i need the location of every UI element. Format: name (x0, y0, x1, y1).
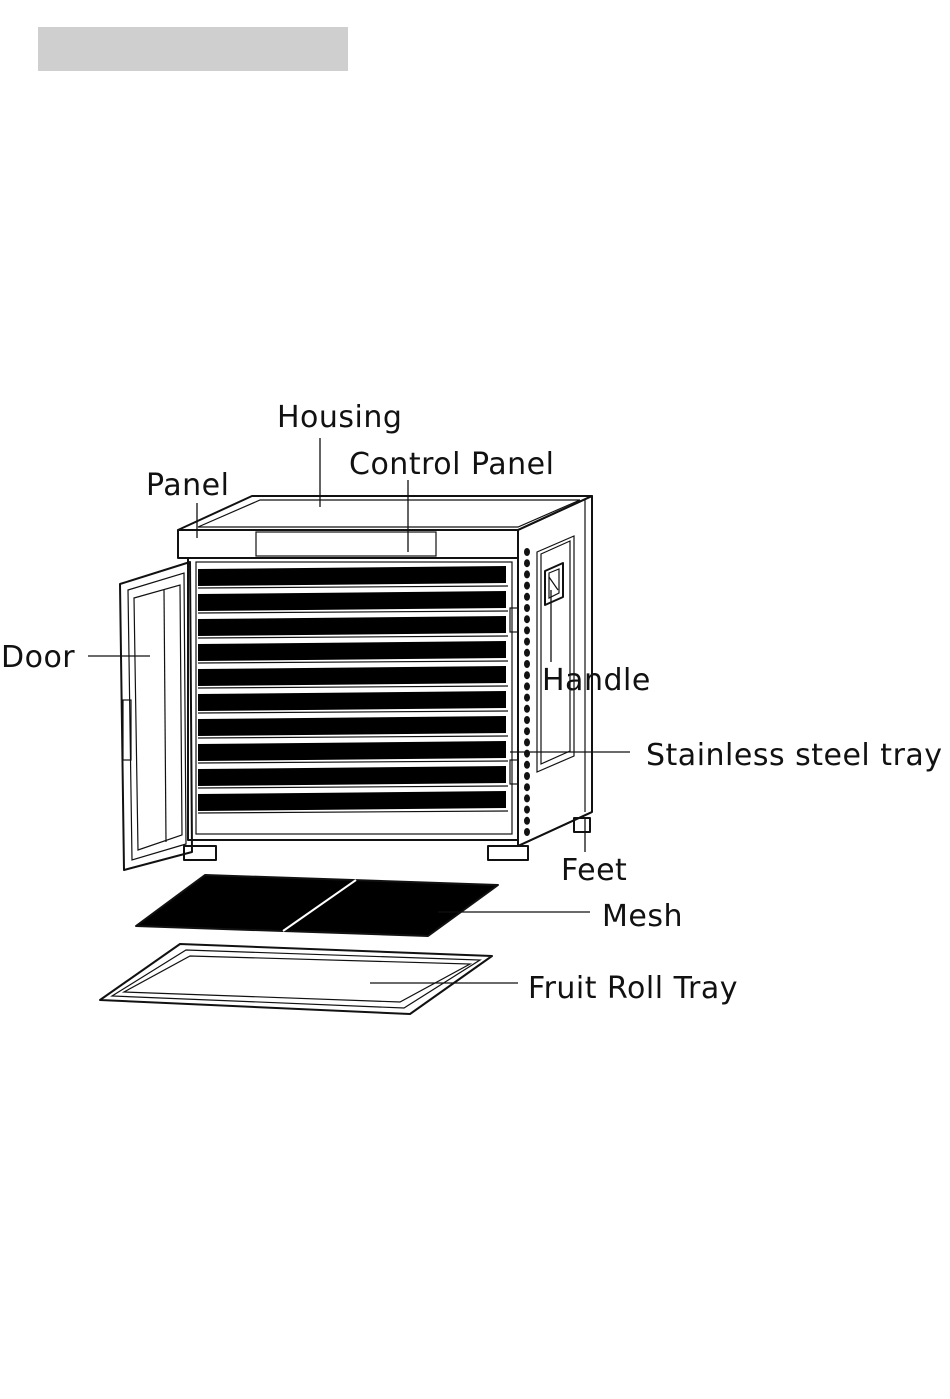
tray (198, 566, 506, 586)
vent-hole (524, 772, 530, 780)
tray (198, 641, 506, 661)
label-feet: Feet (561, 853, 627, 888)
vent-hole (524, 738, 530, 746)
stainless-steel-trays (198, 566, 508, 813)
door (120, 562, 192, 870)
vent-hole (524, 806, 530, 814)
front-panel (178, 530, 518, 558)
vent-hole (524, 604, 530, 612)
vent-hole (524, 761, 530, 769)
vent-hole (524, 794, 530, 802)
label-panel: Panel (146, 468, 229, 503)
tray (198, 741, 506, 761)
tray-rail (198, 711, 508, 713)
tray (198, 791, 506, 811)
tray-rail (198, 661, 508, 663)
vent-holes (524, 548, 530, 836)
label-fruit-roll-tray: Fruit Roll Tray (528, 971, 738, 1006)
vent-hole (524, 548, 530, 556)
tray (198, 691, 506, 711)
vent-hole (524, 570, 530, 578)
label-housing: Housing (277, 400, 402, 435)
tray-rail (198, 786, 508, 788)
handle (545, 563, 563, 605)
label-mesh: Mesh (602, 899, 683, 934)
vent-hole (524, 671, 530, 679)
vent-hole (524, 682, 530, 690)
base (188, 812, 592, 846)
vent-hole (524, 750, 530, 758)
vent-hole (524, 727, 530, 735)
vent-hole (524, 582, 530, 590)
label-handle: Handle (542, 663, 651, 698)
vent-hole (524, 649, 530, 657)
fruit-roll-tray (100, 944, 492, 1014)
vent-hole (524, 783, 530, 791)
mesh (136, 875, 498, 936)
cavity (188, 558, 518, 840)
vent-hole (524, 559, 530, 567)
tray-rail (198, 636, 508, 638)
tray-rail (198, 811, 508, 813)
vent-hole (524, 626, 530, 634)
tray-rail (198, 686, 508, 688)
vent-hole (524, 716, 530, 724)
tray (198, 616, 506, 636)
vent-hole (524, 660, 530, 668)
tray (198, 766, 506, 786)
tray (198, 716, 506, 736)
tray (198, 591, 506, 611)
vent-hole (524, 817, 530, 825)
vent-hole (524, 705, 530, 713)
tray (198, 666, 506, 686)
vent-hole (524, 638, 530, 646)
label-door: Door (1, 640, 75, 675)
label-control-panel: Control Panel (349, 447, 554, 482)
vent-hole (524, 828, 530, 836)
tray-rail (198, 736, 508, 738)
vent-hole (524, 615, 530, 623)
tray-rail (198, 611, 508, 613)
label-stainless-steel-tray: Stainless steel tray (646, 738, 943, 773)
vent-hole (524, 593, 530, 601)
tray-rail (198, 586, 508, 588)
vent-hole (524, 694, 530, 702)
tray-rail (198, 761, 508, 763)
control-panel (256, 532, 436, 556)
